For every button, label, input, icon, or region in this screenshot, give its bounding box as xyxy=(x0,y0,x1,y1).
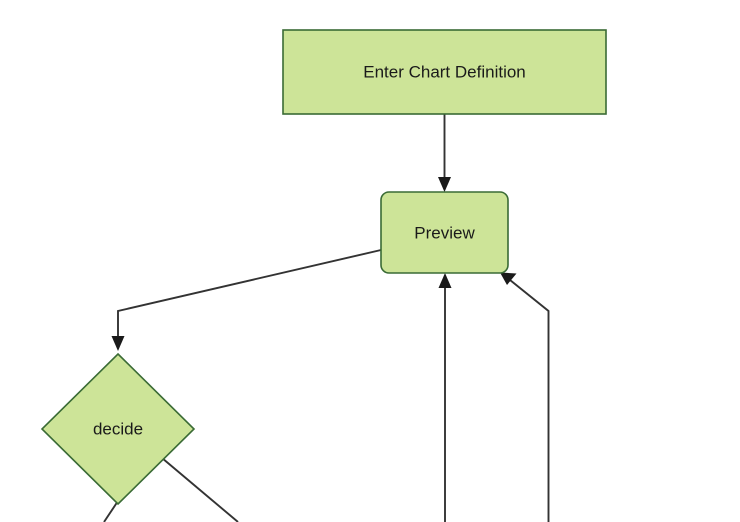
node-label-decide: decide xyxy=(93,419,143,438)
arrowhead-icon xyxy=(111,336,125,351)
edge-line xyxy=(161,457,239,522)
edge-line xyxy=(103,500,119,522)
edge-line xyxy=(509,279,550,522)
edge-enter-to-preview xyxy=(438,114,451,192)
edge-decide-down-left xyxy=(103,500,119,522)
node-rectangle[interactable] xyxy=(282,29,607,115)
edge-offscreen-center-to-preview xyxy=(438,273,452,522)
arrowhead-icon xyxy=(438,177,451,192)
node-rounded-rectangle[interactable] xyxy=(380,191,509,274)
edge-decide-down-right xyxy=(161,457,239,522)
node-preview[interactable]: Preview xyxy=(380,191,509,274)
node-enter-chart-definition[interactable]: Enter Chart Definition xyxy=(282,29,607,115)
node-diamond[interactable] xyxy=(40,352,196,506)
arrowhead-icon xyxy=(438,273,452,288)
node-decide[interactable]: decide xyxy=(40,352,196,506)
node-label-preview: Preview xyxy=(414,223,475,242)
edge-offscreen-right-to-preview xyxy=(500,272,550,522)
node-label-enter-chart-definition: Enter Chart Definition xyxy=(363,62,526,81)
edge-preview-to-decide xyxy=(111,249,382,351)
arrowhead-icon xyxy=(500,272,517,285)
edge-line xyxy=(117,249,382,341)
